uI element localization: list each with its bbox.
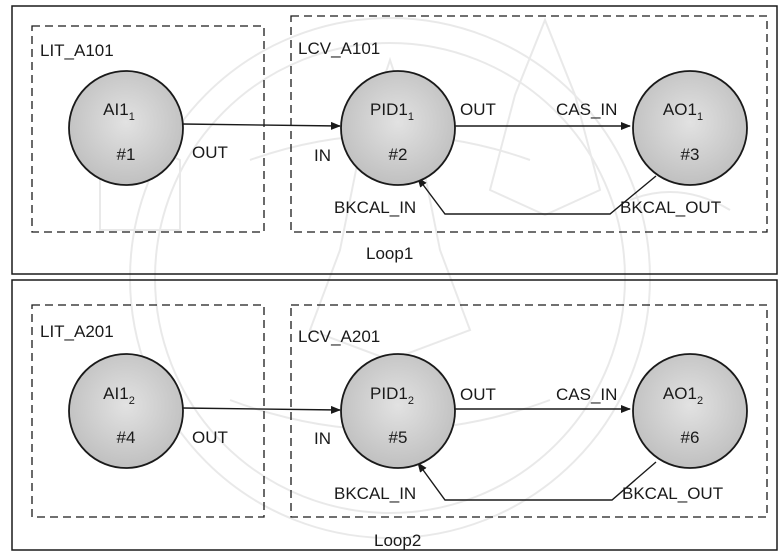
port-ai-out: OUT bbox=[192, 428, 228, 447]
loop-caption: Loop1 bbox=[366, 244, 413, 263]
block-name: AI1 bbox=[103, 100, 129, 119]
block-name: AO1 bbox=[663, 100, 697, 119]
block-number: #6 bbox=[681, 428, 700, 447]
block-subscript: 2 bbox=[408, 395, 414, 407]
block-name: PID1 bbox=[370, 384, 408, 403]
link-ao-feedback-to-pid bbox=[418, 462, 656, 500]
block-number: #1 bbox=[117, 145, 136, 164]
block-subscript: 1 bbox=[697, 111, 703, 123]
block-name: AI1 bbox=[103, 384, 129, 403]
block-node-ao[interactable]: AO12 #6 bbox=[633, 354, 747, 468]
loop-1: LIT_A101 LCV_A101 AI11 #1 PID11 #2 AO11 bbox=[12, 6, 777, 274]
block-node-ao[interactable]: AO11 #3 bbox=[633, 71, 747, 185]
block-number: #3 bbox=[681, 145, 700, 164]
port-bkcal-out: BKCAL_OUT bbox=[622, 484, 723, 503]
device-tag-lit-a201: LIT_A201 bbox=[40, 322, 114, 341]
loop-caption: Loop2 bbox=[374, 531, 421, 550]
port-bkcal-in: BKCAL_IN bbox=[334, 198, 416, 217]
link-ai-to-pid bbox=[182, 408, 340, 410]
loop-2: LIT_A201 LCV_A201 AI12 #4 PID12 #5 AO12 bbox=[12, 280, 777, 550]
block-subscript: 1 bbox=[408, 111, 414, 123]
port-bkcal-in: BKCAL_IN bbox=[334, 484, 416, 503]
device-tag-lcv-a201: LCV_A201 bbox=[298, 327, 380, 346]
block-subscript: 1 bbox=[129, 111, 135, 123]
port-pid-in: IN bbox=[314, 429, 331, 448]
block-node-pid[interactable]: PID11 #2 bbox=[341, 71, 455, 185]
port-pid-out: OUT bbox=[460, 100, 496, 119]
link-ai-to-pid bbox=[182, 124, 340, 126]
block-node-ai[interactable]: AI12 #4 bbox=[69, 354, 183, 468]
block-subscript: 2 bbox=[697, 395, 703, 407]
device-tag-lcv-a101: LCV_A101 bbox=[298, 39, 380, 58]
port-cas-in: CAS_IN bbox=[556, 385, 617, 404]
block-number: #2 bbox=[389, 145, 408, 164]
block-number: #5 bbox=[389, 428, 408, 447]
block-name: AO1 bbox=[663, 384, 697, 403]
port-cas-in: CAS_IN bbox=[556, 100, 617, 119]
block-name: PID1 bbox=[370, 100, 408, 119]
block-subscript: 2 bbox=[129, 395, 135, 407]
block-number: #4 bbox=[117, 428, 136, 447]
port-pid-out: OUT bbox=[460, 385, 496, 404]
block-node-pid[interactable]: PID12 #5 bbox=[341, 354, 455, 468]
block-node-ai[interactable]: AI11 #1 bbox=[69, 71, 183, 185]
port-bkcal-out: BKCAL_OUT bbox=[620, 198, 721, 217]
port-pid-in: IN bbox=[314, 146, 331, 165]
device-tag-lit-a101: LIT_A101 bbox=[40, 41, 114, 60]
port-ai-out: OUT bbox=[192, 143, 228, 162]
